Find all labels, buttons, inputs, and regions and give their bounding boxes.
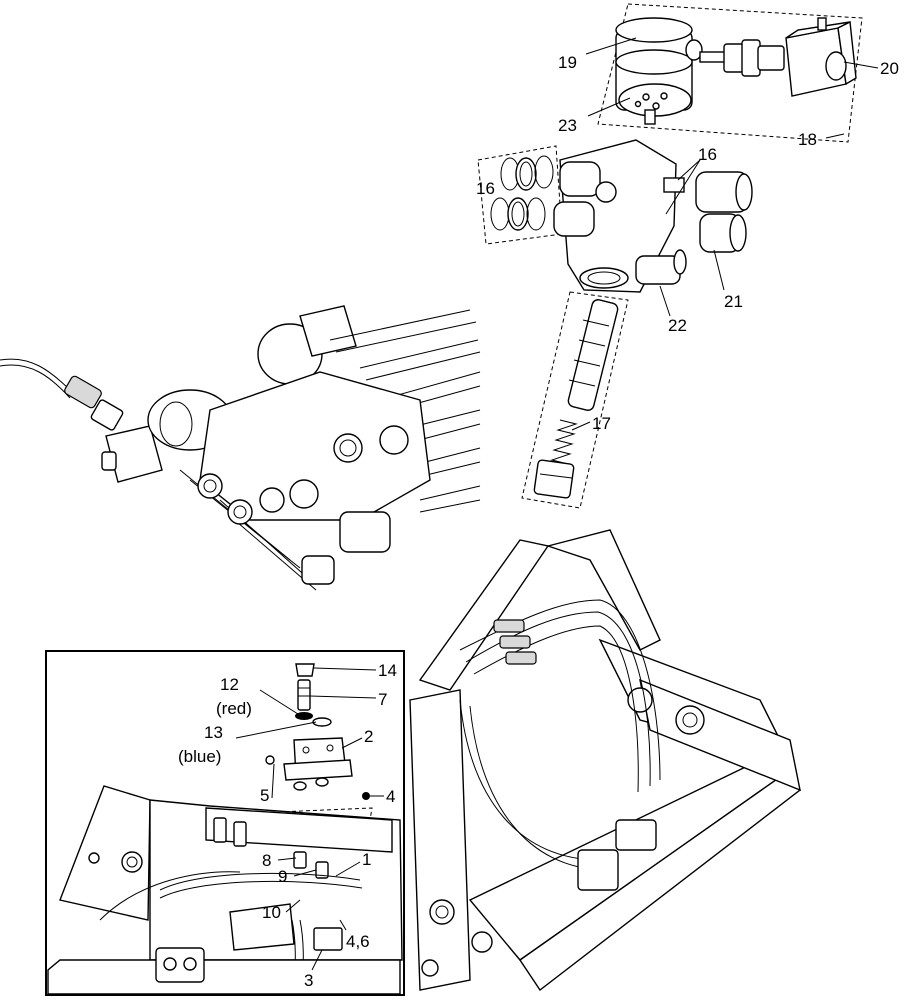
- callout-10: 10: [262, 903, 281, 922]
- callout-14: 14: [378, 661, 397, 680]
- callout-13: 13: [204, 723, 223, 742]
- fitting-22: [673, 249, 687, 275]
- ball-4: [362, 792, 370, 800]
- callout-16-right: 16: [698, 145, 717, 164]
- plug-17: [533, 459, 575, 499]
- callout-7: 7: [378, 690, 387, 709]
- callout-19: 19: [558, 53, 577, 72]
- callout-17: 17: [592, 414, 611, 433]
- callout-labels: 19 20 23 18 16 16 21 22 17 14 12 (red) 7…: [178, 53, 899, 990]
- callout-5: 5: [260, 786, 269, 805]
- valve-block-assembled: [197, 371, 431, 585]
- inset-machine-interior: [47, 785, 403, 995]
- seal-kit-16-boundary: [477, 145, 563, 245]
- coil-left: [101, 425, 163, 483]
- callout-2: 2: [364, 727, 373, 746]
- callout-12-note: (red): [216, 699, 252, 718]
- assembly-18-boundary: [597, 3, 863, 143]
- callout-4-6: 4,6: [346, 932, 370, 951]
- callout-18: 18: [798, 130, 817, 149]
- callout-3: 3: [304, 971, 313, 990]
- electrical-cable: [0, 358, 73, 393]
- spool-17-boundary: [521, 291, 629, 509]
- callout-1: 1: [362, 850, 371, 869]
- callout-9: 9: [278, 867, 287, 886]
- valve-body-19: [615, 17, 703, 125]
- washer-13-blue: [312, 717, 332, 727]
- fitting-21: [663, 171, 753, 253]
- valve-block-group: [477, 139, 753, 293]
- callout-16-left: 16: [476, 179, 495, 198]
- seal-rings: [490, 155, 554, 231]
- solenoid-coil-20: [785, 17, 857, 97]
- ball-5: [265, 755, 275, 765]
- bracket-2: [283, 737, 353, 781]
- callout-21: 21: [724, 292, 743, 311]
- loader-frame: [409, 529, 801, 992]
- cable-connector: [64, 375, 102, 409]
- leader-lines: [235, 37, 879, 971]
- detail-inset: [45, 650, 405, 996]
- solenoid-upper: [257, 305, 357, 385]
- callout-13-note: (blue): [178, 747, 221, 766]
- callout-22: 22: [668, 316, 687, 335]
- callout-4: 4: [386, 787, 395, 806]
- callout-12: 12: [220, 675, 239, 694]
- callout-23: 23: [558, 116, 577, 135]
- switch-7: [297, 679, 311, 711]
- nuts-5: [293, 777, 329, 791]
- solenoid-assembly-group: [597, 3, 863, 143]
- spool-spring-group: [521, 291, 629, 509]
- spring-17: [550, 419, 578, 465]
- washer-12-red: [295, 712, 313, 720]
- valve-block-body: [553, 139, 681, 293]
- spool-17: [567, 299, 619, 411]
- cap-14: [295, 663, 315, 677]
- cartridge-valve: [699, 39, 785, 77]
- assembled-valve-group: [0, 305, 481, 591]
- callout-20: 20: [880, 59, 899, 78]
- callout-8: 8: [262, 851, 271, 870]
